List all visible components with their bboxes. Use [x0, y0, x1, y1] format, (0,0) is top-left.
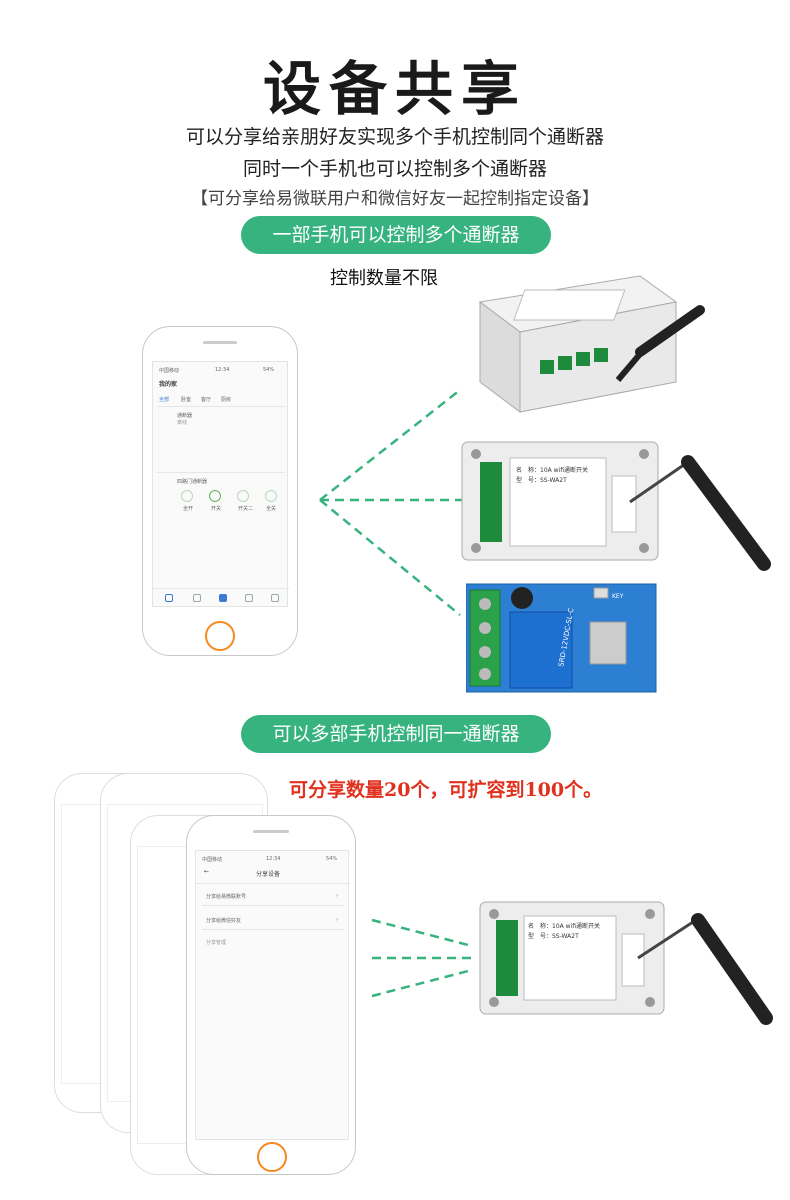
pcb-relay-module: SRD-12VDC-SL-C KEY [466, 583, 657, 693]
subtitle-2: 同时一个手机也可以控制多个通断器 [242, 158, 547, 180]
share-page-title: 分享设备 [256, 871, 281, 878]
spec-title: 名 称：10A wifi通断开关 [516, 466, 588, 474]
subtitle-1: 可以分享给亲朋好友实现多个手机控制同个通断器 [185, 126, 604, 148]
tab-bedroom[interactable]: 卧室 [181, 397, 192, 403]
home-button-2[interactable] [257, 1142, 287, 1172]
share-ewelink-row[interactable]: 分享给易微联账号 [206, 894, 247, 900]
device-2-name[interactable]: 四路门通断器 [177, 479, 208, 485]
tab-living[interactable]: 客厅 [201, 397, 212, 403]
tab-kitchen[interactable]: 厨房 [221, 397, 232, 403]
share-manage-row[interactable]: 分享管理 [206, 940, 227, 946]
din-rail-relay-device [478, 275, 705, 413]
spec-model-2: 型 号：SS-WA2T [528, 932, 579, 940]
phone-front: 中国移动 12:34 54% ← 分享设备 分享给易微联账号 › 分享给微信好友… [186, 815, 356, 1175]
connection-lines-1 [319, 389, 465, 616]
device-1-name[interactable]: 通断器 [177, 413, 193, 419]
relay-box-device: 名 称：10A wifi通断开关 型 号：SS-WA2T [461, 441, 771, 571]
relay-box-device-2: 名 称：10A wifi通断开关 型 号：SS-WA2T [479, 901, 773, 1025]
device-1-state: 离线 [177, 420, 188, 426]
subtitle-3: 【可分享给易微联用户和微信好友一起控制指定设备】 [191, 189, 599, 209]
home-button[interactable] [205, 621, 235, 651]
key-label: KEY [612, 593, 624, 600]
page-title: 设备共享 [262, 55, 527, 123]
spec-model: 型 号：SS-WA2T [516, 476, 567, 484]
phone-single: 中国移动 12:34 54% 我的家 全部 卧室 客厅 厨房 通断器 离线 四路… [142, 326, 298, 656]
connection-lines-2 [371, 918, 473, 998]
section-2-note: 可分享数量20个，可扩容到100个。 [289, 779, 603, 801]
section-2-pill: 可以多部手机控制同一通断器 [241, 715, 551, 753]
back-arrow-icon[interactable]: ← [204, 868, 210, 875]
spec-title-2: 名 称：10A wifi通断开关 [528, 922, 600, 930]
section-1-pill: 一部手机可以控制多个通断器 [241, 216, 551, 254]
home-title: 我的家 [159, 381, 178, 388]
section-1-note: 控制数量不限 [330, 268, 438, 289]
tab-all[interactable]: 全部 [159, 397, 170, 403]
share-wechat-row[interactable]: 分享给微信好友 [206, 918, 242, 924]
